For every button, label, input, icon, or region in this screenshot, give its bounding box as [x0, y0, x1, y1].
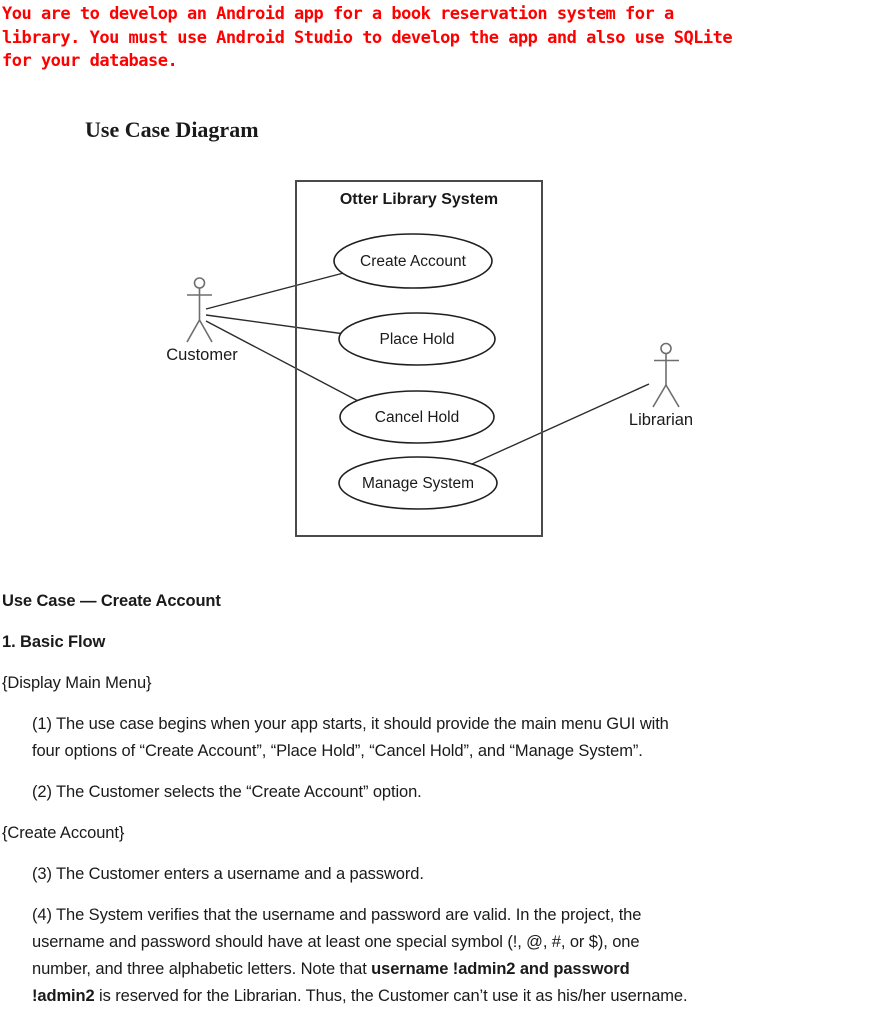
use-case-create-account	[333, 233, 493, 289]
association-librarian-manage-system	[471, 383, 650, 465]
paragraph: (1) The use case begins when your app st…	[32, 715, 669, 760]
use-case-nodes	[333, 233, 498, 510]
use-case-description: Use Case — Create Account 1. Basic Flow {D…	[2, 588, 864, 1024]
paragraph: 1. Basic Flow	[2, 633, 106, 651]
paragraph: {Create Account}	[2, 824, 125, 842]
librarian-actor-icon	[652, 342, 680, 408]
paragraph: (3) The Customer enters a username and a…	[32, 865, 424, 883]
paragraph: (2) The Customer selects the “Create Acc…	[32, 783, 422, 801]
assignment-intro-text: You are to develop an Android app for a …	[2, 4, 733, 71]
use-case-place-hold-label: Place Hold	[380, 331, 455, 348]
customer-actor-label: Customer	[166, 346, 238, 364]
use-case-cancel-hold	[339, 390, 495, 444]
association-customer-cancel-hold	[205, 320, 361, 403]
customer-actor-icon	[186, 277, 213, 343]
use-case-manage-system-label: Manage System	[362, 475, 474, 492]
system-boundary-box	[295, 180, 543, 537]
use-case-cancel-hold-label: Cancel Hold	[375, 409, 459, 426]
use-case-manage-system	[338, 456, 498, 510]
system-title: Otter Library System	[340, 191, 498, 208]
use-case-place-hold	[338, 312, 496, 366]
use-case-create-account-label: Create Account	[360, 253, 467, 270]
diagram-heading: Use Case Diagram	[85, 117, 259, 142]
association-lines	[205, 269, 650, 465]
association-customer-place-hold	[205, 314, 353, 336]
paragraph: Use Case — Create Account	[2, 592, 221, 610]
paragraph: {Display Main Menu}	[2, 674, 152, 692]
librarian-actor-label: Librarian	[629, 411, 693, 429]
paragraph: (4) The System verifies that the usernam…	[32, 906, 688, 1005]
association-customer-create-account	[205, 269, 356, 310]
use-case-diagram: Otter Library System Create Account Plac…	[166, 180, 693, 537]
